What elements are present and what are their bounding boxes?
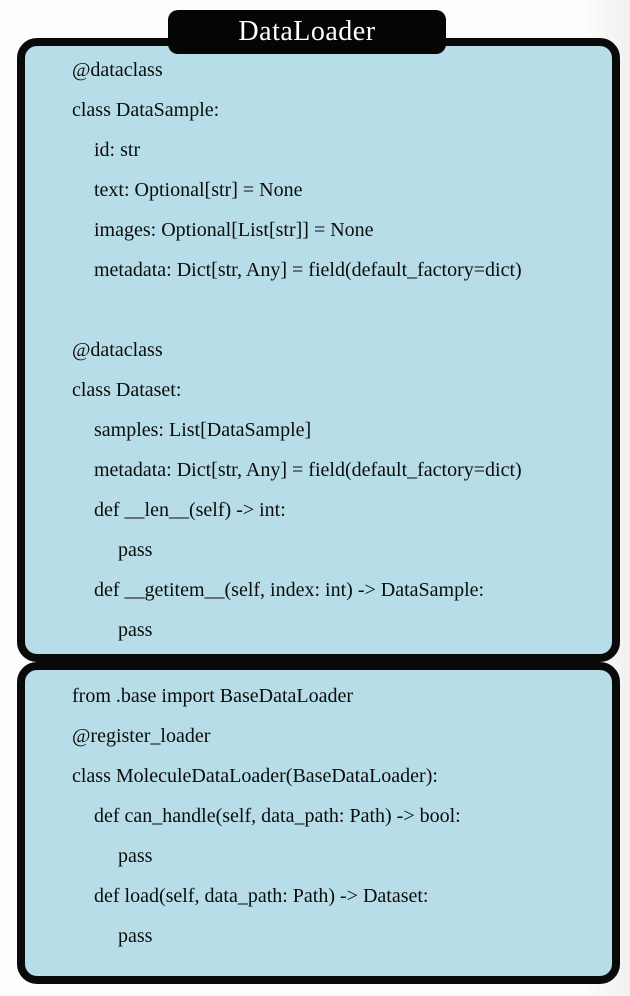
code-line: text: Optional[str] = None — [94, 179, 303, 201]
code-line: metadata: Dict[str, Any] = field(default… — [94, 259, 522, 281]
code-line: samples: List[DataSample] — [94, 419, 312, 441]
module-title: DataLoader — [238, 16, 376, 47]
code-line: def can_handle(self, data_path: Path) ->… — [94, 805, 461, 827]
code-line: pass — [118, 845, 153, 867]
code-line: pass — [118, 619, 153, 641]
code-line: metadata: Dict[str, Any] = field(default… — [94, 459, 522, 481]
code-line: id: str — [94, 139, 141, 161]
code-line: pass — [118, 925, 153, 947]
code-line: images: Optional[List[str]] = None — [94, 219, 374, 241]
code-line: pass — [118, 539, 153, 561]
code-line: class Dataset: — [72, 379, 182, 401]
code-line: def __getitem__(self, index: int) -> Dat… — [94, 579, 485, 601]
code-line: from .base import BaseDataLoader — [72, 685, 354, 707]
code-line: @register_loader — [72, 725, 211, 747]
panel-dataclass-definitions: @dataclass class DataSample: id: str text: … — [17, 38, 620, 662]
code-line: class DataSample: — [72, 99, 220, 121]
code-line — [72, 290, 602, 330]
code-line: @dataclass — [72, 339, 163, 361]
code-line: class MoleculeDataLoader(BaseDataLoader)… — [72, 765, 438, 787]
code-line: def __len__(self) -> int: — [94, 499, 286, 521]
code-line: @dataclass — [72, 59, 163, 81]
panel-molecule-data-loader: from .base import BaseDataLoader @registe… — [17, 662, 620, 984]
code-line: def load(self, data_path: Path) -> Datas… — [94, 885, 429, 907]
title-tab: DataLoader — [168, 10, 446, 54]
